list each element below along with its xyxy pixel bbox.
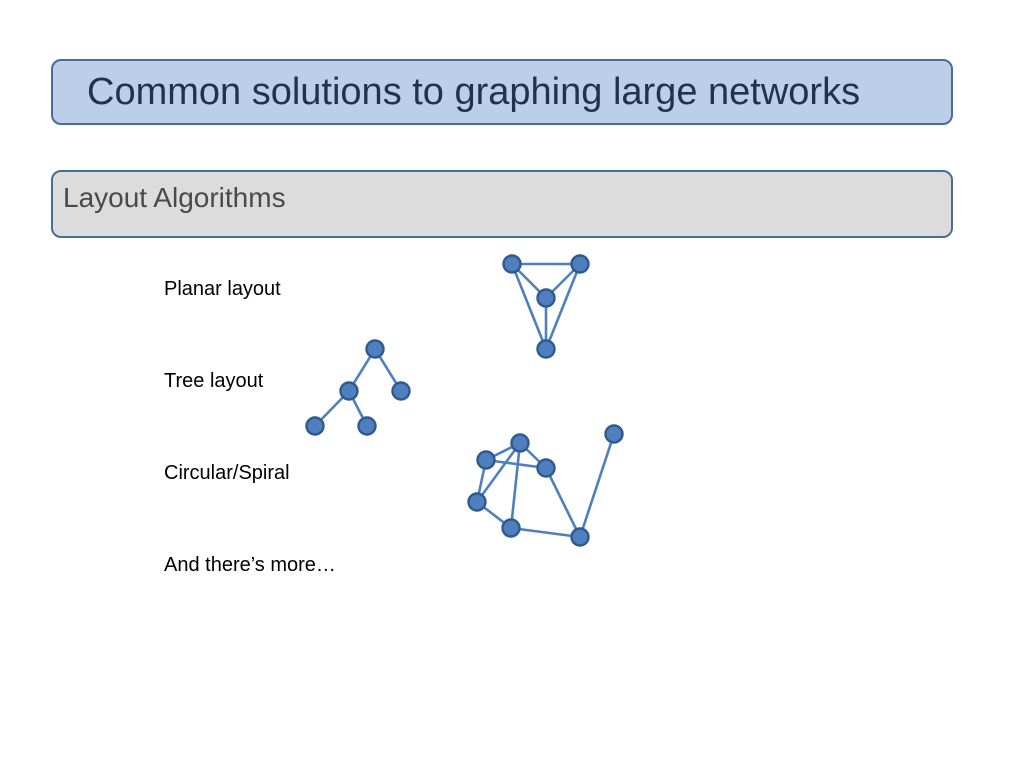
circular-node-n8 <box>604 424 624 444</box>
planar-node-d <box>536 339 556 359</box>
planar-node-a <box>502 254 522 274</box>
label-and-more: And there’s more… <box>164 554 336 576</box>
tree-node-root <box>365 339 385 359</box>
circular-edge-n5-n6 <box>544 467 582 538</box>
planar-node-b <box>570 254 590 274</box>
circular-edge-n4-n6 <box>510 526 581 539</box>
tree-node-left-left <box>305 416 325 436</box>
circular-node-n1 <box>510 433 530 453</box>
planar-edge-a-d <box>510 263 548 350</box>
label-circular-spiral: Circular/Spiral <box>164 462 290 484</box>
circular-node-n6 <box>570 527 590 547</box>
circular-node-n2 <box>476 450 496 470</box>
label-tree-layout: Tree layout <box>164 370 264 392</box>
circular-node-n4 <box>501 518 521 538</box>
slide-title: Common solutions to graphing large netwo… <box>87 71 861 113</box>
circular-node-n5 <box>536 458 556 478</box>
circular-edge-n1-n4 <box>509 442 522 529</box>
circular-edge-n6-n8 <box>578 433 616 538</box>
label-planar-layout: Planar layout <box>164 278 281 300</box>
circular-edge-n2-n5 <box>485 458 547 470</box>
tree-node-left-right <box>357 416 377 436</box>
tree-node-right <box>391 381 411 401</box>
tree-node-left <box>339 381 359 401</box>
circular-node-n3 <box>467 492 487 512</box>
section-box: Layout Algorithms <box>51 170 953 238</box>
planar-node-c <box>536 288 556 308</box>
title-box: Common solutions to graphing large netwo… <box>51 59 953 125</box>
planar-edge-b-d <box>544 263 582 350</box>
circular-edge-n1-n3 <box>475 442 522 503</box>
section-heading: Layout Algorithms <box>63 182 286 213</box>
